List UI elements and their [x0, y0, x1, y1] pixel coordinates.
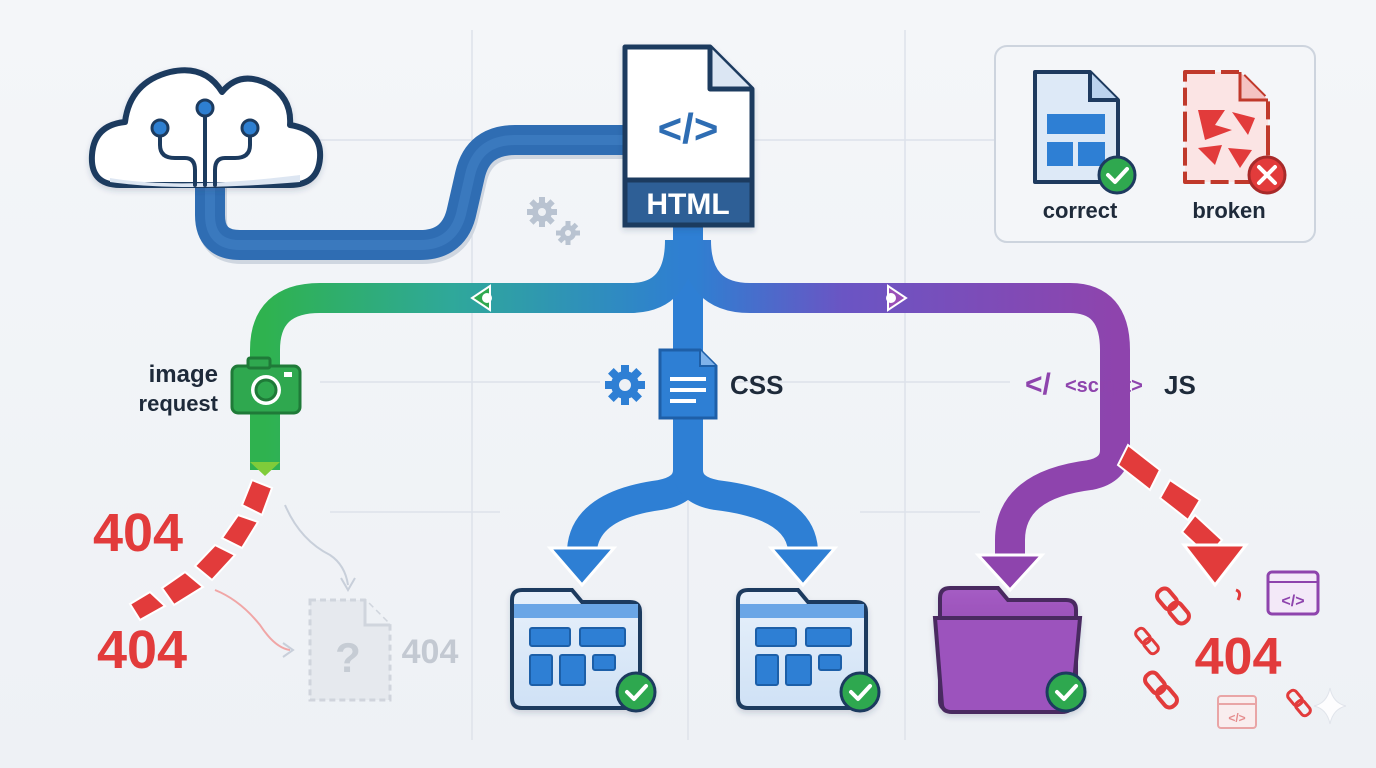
html-file-icon: </> HTML	[622, 44, 755, 228]
broken-link-icon	[1155, 586, 1191, 626]
check-icon	[1045, 671, 1087, 713]
svg-text:</>: </>	[1281, 593, 1304, 610]
code-window-icon: </>	[1217, 695, 1257, 729]
html-code-glyph: </>	[658, 105, 719, 152]
js-node: </ <script> JS	[1025, 368, 1196, 401]
error-404-js: 404	[1195, 628, 1282, 686]
broken-link-icon	[1134, 626, 1160, 656]
broken-link-icon	[1143, 670, 1179, 710]
error-404-top: 404	[93, 503, 183, 563]
check-icon	[839, 671, 881, 713]
css-file-icon	[658, 348, 718, 420]
svg-text:</>: </>	[1228, 711, 1245, 725]
svg-text:?: ?	[335, 634, 361, 681]
gear-icon	[605, 365, 645, 405]
legend-broken-label: broken	[1192, 198, 1265, 223]
legend: correct broken	[994, 45, 1316, 243]
js-folder	[932, 586, 1087, 714]
check-icon	[615, 671, 657, 713]
legend-correct-icon	[1033, 70, 1137, 195]
js-script-tag: <script>	[1065, 375, 1143, 397]
legend-broken-icon	[1183, 70, 1287, 195]
broken-link-icon	[1286, 688, 1312, 718]
gears-icon	[527, 197, 580, 245]
error-404-faded: 404	[402, 633, 459, 671]
html-label: HTML	[646, 188, 729, 221]
css-label: CSS	[730, 370, 783, 400]
css-fork	[546, 420, 839, 588]
image-request-label-line1: image	[149, 361, 218, 388]
image-request-node: image request	[139, 356, 302, 416]
css-folder-right	[736, 588, 881, 713]
image-request-label-line2: request	[139, 391, 219, 416]
js-fork	[974, 420, 1250, 593]
missing-file-icon: ?	[308, 598, 392, 702]
css-node: CSS	[605, 348, 783, 420]
camera-icon	[230, 356, 302, 415]
cloud-icon	[88, 67, 324, 188]
js-label: JS	[1164, 370, 1196, 400]
image-broken-path	[128, 420, 356, 658]
cloud-to-html-path	[195, 125, 647, 264]
code-window-icon: </>	[1266, 570, 1320, 616]
sparkle-icon	[1313, 687, 1347, 725]
js-broken-cluster: </> </> 404	[1134, 570, 1320, 729]
error-404-bottom: 404	[97, 620, 187, 680]
js-code-glyph: </	[1025, 368, 1052, 401]
css-folder-left	[510, 588, 657, 713]
legend-correct-label: correct	[1043, 198, 1118, 223]
